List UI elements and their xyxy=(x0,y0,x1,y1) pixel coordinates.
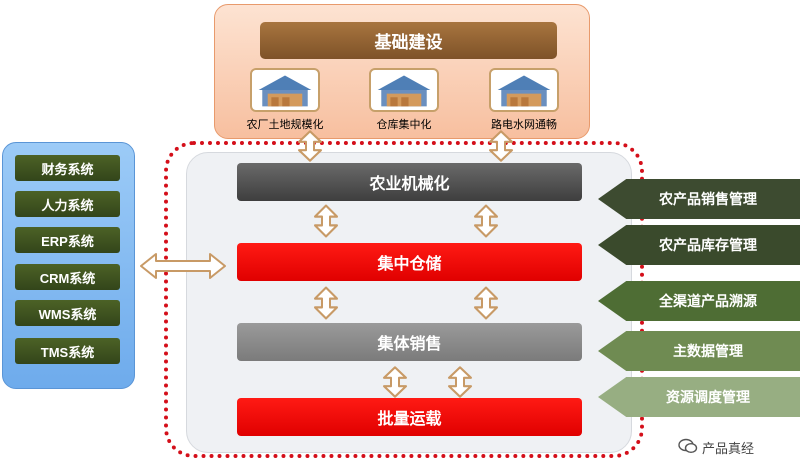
stage-mechanization: 农业机械化 xyxy=(237,163,582,201)
management-resource-scheduling: 资源调度管理 xyxy=(598,377,800,417)
stage-collective-sales: 集体销售 xyxy=(237,323,582,361)
infrastructure-item-label: 仓库集中化 xyxy=(376,119,432,131)
system-item-finance: 财务系统 xyxy=(15,155,120,181)
management-inventory: 农产品库存管理 xyxy=(598,225,800,265)
system-item-tms: TMS系统 xyxy=(15,338,120,364)
watermark-text: 产品真经 xyxy=(702,440,755,456)
stage-bulk-transport: 批量运载 xyxy=(237,398,582,436)
watermark: 产品真经 xyxy=(678,437,796,457)
warehouse-icon xyxy=(250,68,320,112)
system-item-wms: WMS系统 xyxy=(15,300,120,326)
management-traceability: 全渠道产品溯源 xyxy=(598,281,800,321)
system-item-erp: ERP系统 xyxy=(15,227,120,253)
management-sales: 农产品销售管理 xyxy=(598,179,800,219)
management-master-data: 主数据管理 xyxy=(598,331,800,371)
infrastructure-title: 基础建设 xyxy=(260,22,557,59)
infrastructure-item-label: 路电水网通畅 xyxy=(491,119,557,131)
warehouse-icon xyxy=(369,68,439,112)
wechat-icon xyxy=(678,438,698,457)
warehouse-icon xyxy=(489,68,559,112)
stage-central-storage: 集中仓储 xyxy=(237,243,582,281)
system-item-hr: 人力系统 xyxy=(15,191,120,217)
infrastructure-item-label: 农厂土地规模化 xyxy=(246,119,324,131)
system-item-crm: CRM系统 xyxy=(15,264,120,290)
